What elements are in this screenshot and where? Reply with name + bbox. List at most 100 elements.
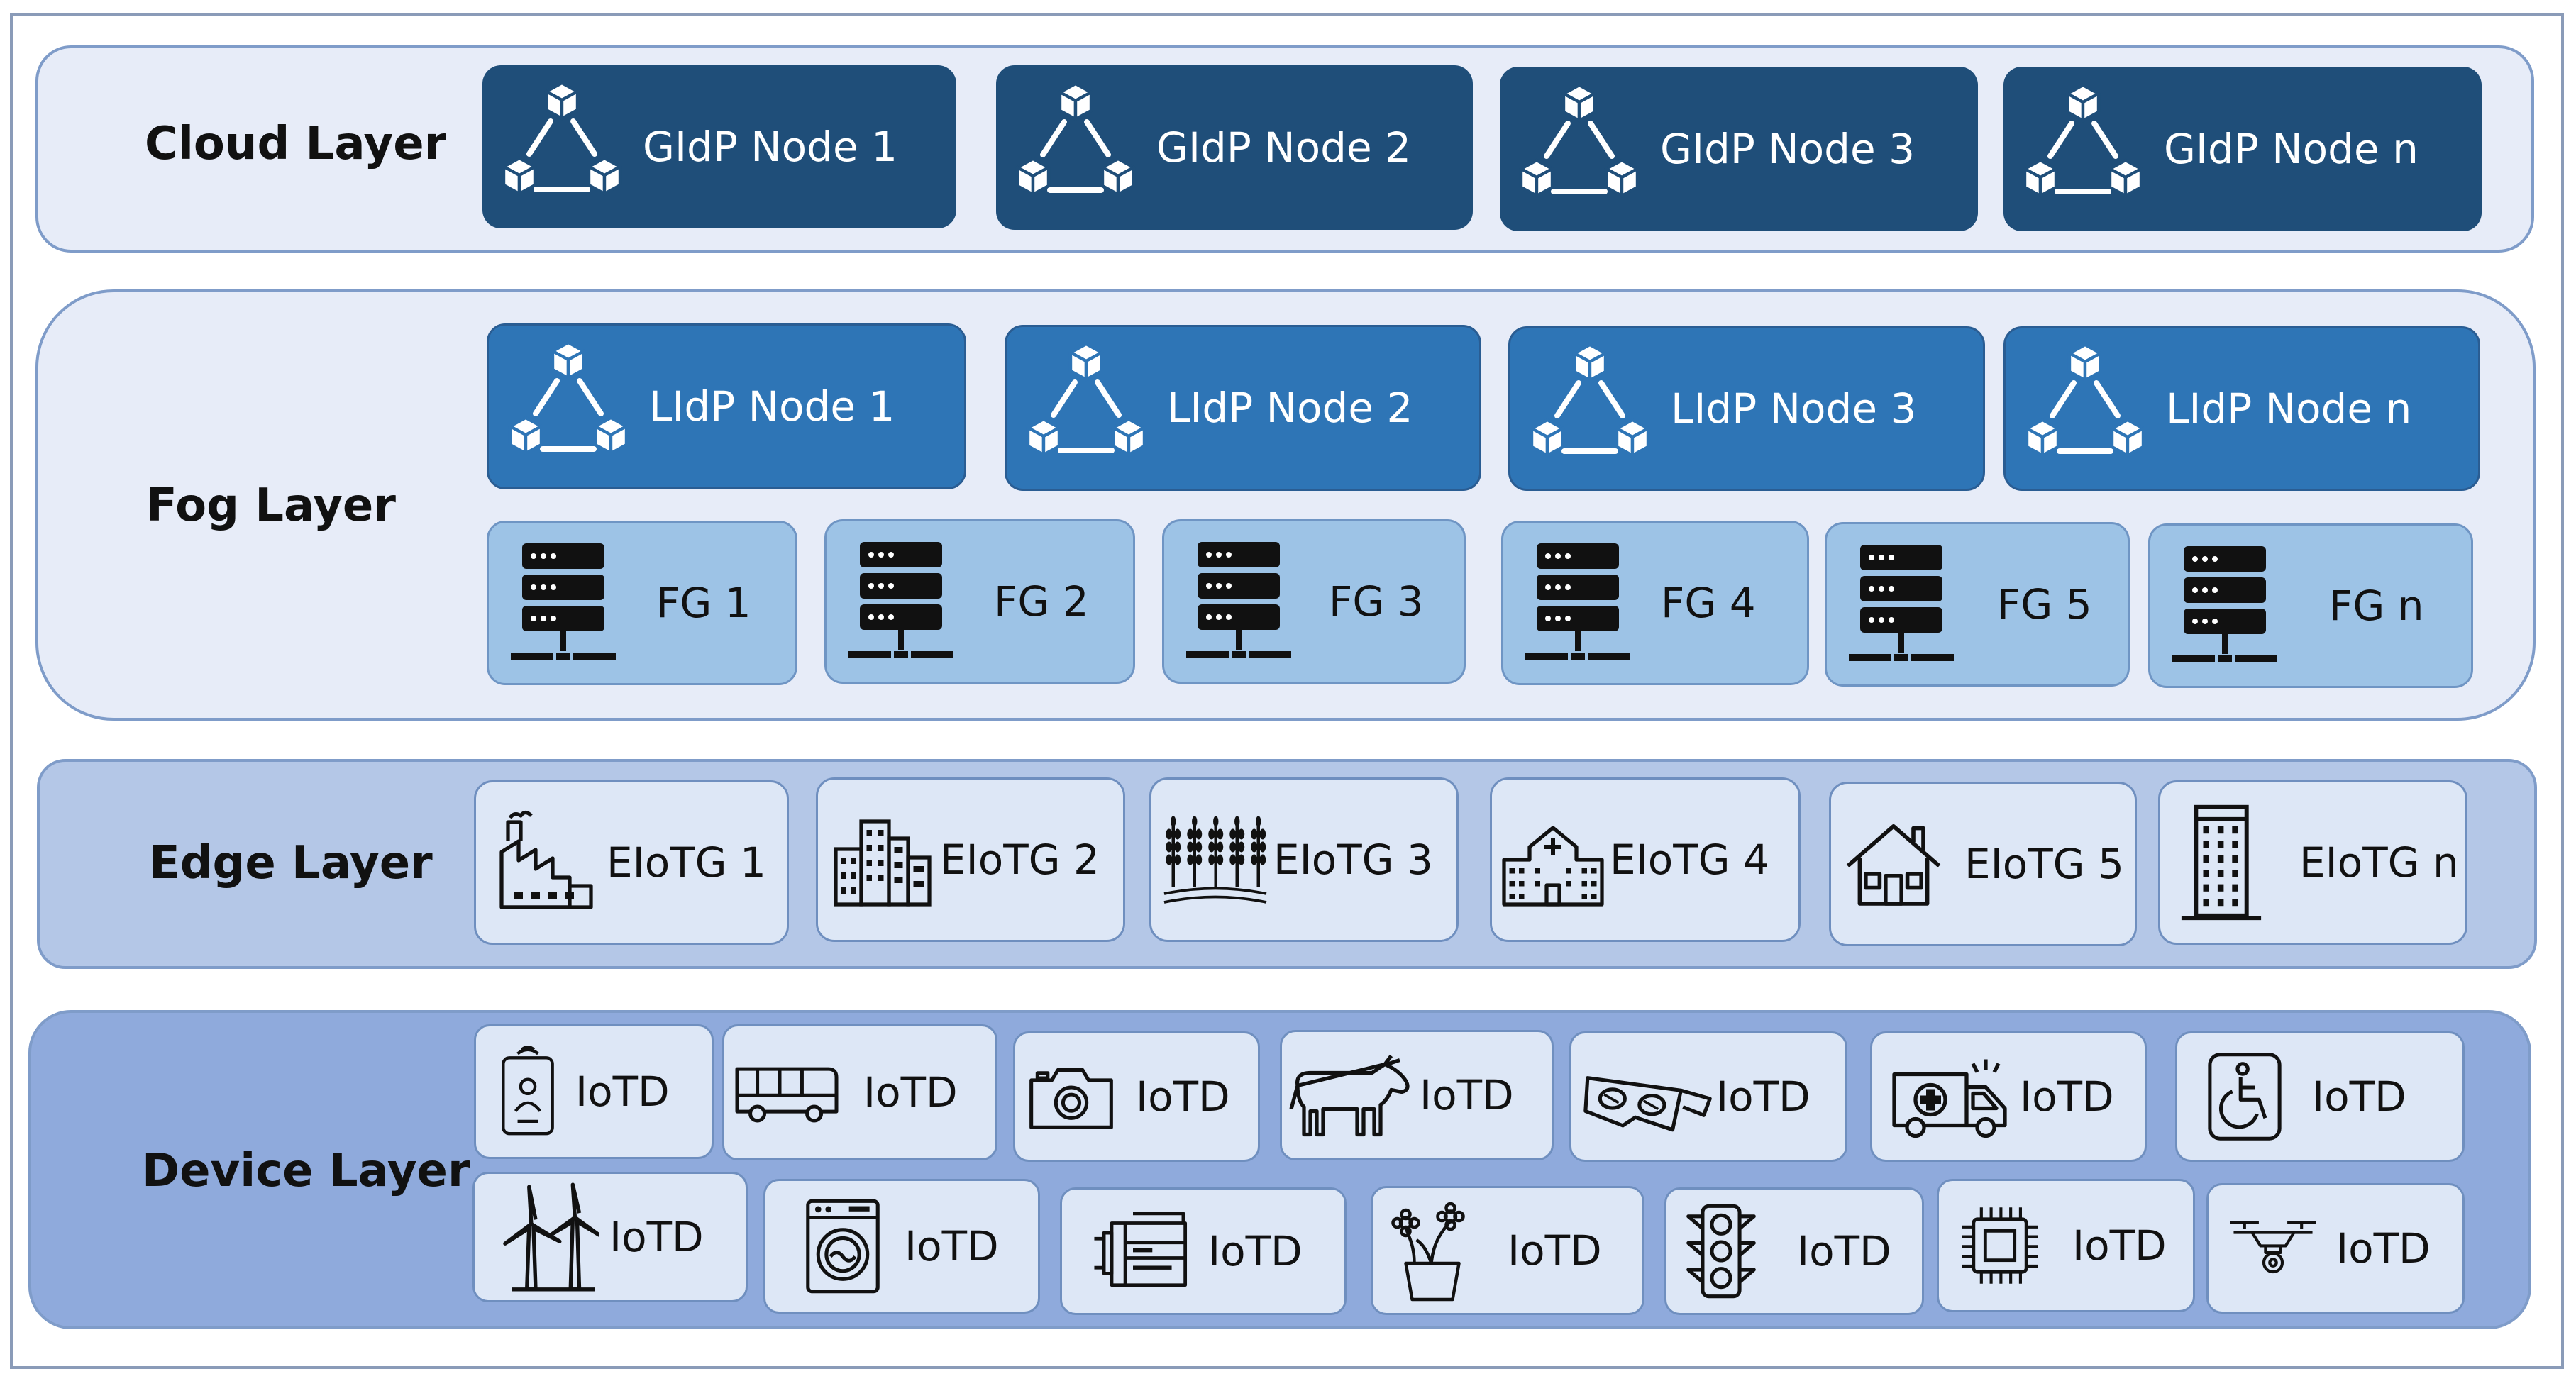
wind-turbine-icon	[503, 1182, 599, 1292]
iotd-label: IoTD	[2072, 1221, 2167, 1270]
server-rack-icon	[1186, 542, 1291, 658]
fog-layer-label: Fog Layer	[146, 479, 396, 532]
washing-machine-icon	[806, 1199, 880, 1294]
iotd-label: IoTD	[1797, 1227, 1891, 1275]
bus-icon	[735, 1067, 839, 1123]
edge-gateway-3: EIoTG 3	[1149, 777, 1459, 942]
edge-layer-label: Edge Layer	[149, 837, 433, 889]
camera-icon	[1029, 1068, 1113, 1129]
office-tower-icon	[2181, 804, 2262, 921]
hospital-icon	[1502, 826, 1604, 907]
fog-gateway-4-label: FG 4	[1661, 579, 1756, 627]
edge-gateway-3-label: EIoTG 3	[1273, 836, 1433, 884]
gidp-node-1: GIdP Node 1	[482, 65, 956, 228]
traffic-light-icon	[1686, 1204, 1756, 1299]
fog-gateway-1: FG 1	[487, 521, 797, 685]
printer-icon	[1094, 1212, 1188, 1287]
factory-icon	[499, 810, 593, 909]
gidp-node-2-label: GIdP Node 2	[1156, 123, 1411, 172]
server-rack-icon	[1525, 543, 1630, 660]
iotd-cow: IoTD	[1280, 1030, 1554, 1160]
lidp-node-n: LIdP Node n	[2003, 326, 2480, 491]
iotd-bus: IoTD	[722, 1024, 997, 1160]
ambulance-icon	[1892, 1059, 2007, 1138]
iotd-traffic-light: IoTD	[1664, 1187, 1924, 1315]
blockchain-cubes-icon	[1530, 343, 1650, 458]
edge-gateway-4: EIoTG 4	[1490, 777, 1801, 942]
lidp-node-1: LIdP Node 1	[487, 323, 966, 489]
iotd-camera: IoTD	[1013, 1031, 1260, 1162]
iotd-microchip: IoTD	[1937, 1179, 2195, 1312]
lidp-node-n-label: LIdP Node n	[2166, 384, 2412, 433]
lidp-node-3-label: LIdP Node 3	[1671, 384, 1917, 433]
iotd-label: IoTD	[1208, 1227, 1303, 1275]
wheat-field-icon	[1163, 816, 1267, 904]
blockchain-cubes-icon	[502, 81, 622, 196]
gidp-node-3: GIdP Node 3	[1500, 67, 1978, 231]
edge-gateway-5: EIoTG 5	[1829, 782, 2137, 946]
fog-gateway-3-label: FG 3	[1329, 577, 1424, 626]
fog-gateway-5-label: FG 5	[1997, 580, 2092, 628]
lidp-node-2: LIdP Node 2	[1005, 325, 1481, 491]
iotd-washing-machine: IoTD	[763, 1179, 1040, 1314]
wheelchair-icon	[2208, 1053, 2282, 1141]
fog-gateway-4: FG 4	[1501, 521, 1809, 685]
server-rack-icon	[1849, 545, 1954, 661]
gidp-node-1-label: GIdP Node 1	[643, 123, 897, 171]
iotd-label: IoTD	[905, 1222, 999, 1270]
iotd-label: IoTD	[2020, 1072, 2114, 1121]
iotd-drone: IoTD	[2206, 1183, 2465, 1314]
fog-gateway-2: FG 2	[824, 519, 1135, 684]
iotd-label: IoTD	[2312, 1072, 2406, 1121]
iotd-label: IoTD	[1716, 1072, 1811, 1121]
iotd-label: IoTD	[1508, 1226, 1602, 1275]
iotd-label: IoTD	[863, 1068, 958, 1116]
flower-pot-icon	[1391, 1202, 1465, 1302]
iotd-smartphone: IoTD	[474, 1024, 714, 1159]
cow-icon	[1289, 1054, 1410, 1137]
blockchain-cubes-icon	[1015, 82, 1136, 196]
fog-gateway-1-label: FG 1	[656, 579, 751, 627]
fog-gateway-n: FG n	[2148, 523, 2473, 688]
fog-gateway-2-label: FG 2	[994, 577, 1089, 626]
cloud-layer-label: Cloud Layer	[145, 118, 447, 170]
gidp-node-n: GIdP Node n	[2003, 67, 2482, 231]
smartphone-user-icon	[502, 1046, 554, 1136]
iotd-label: IoTD	[609, 1213, 704, 1261]
edge-gateway-n-label: EIoTG n	[2299, 838, 2459, 887]
microchip-icon	[1962, 1207, 2038, 1284]
iotd-label: IoTD	[1136, 1072, 1230, 1121]
edge-gateway-4-label: EIoTG 4	[1610, 836, 1769, 884]
edge-gateway-2: EIoTG 2	[816, 777, 1125, 942]
blockchain-cubes-icon	[1026, 342, 1146, 457]
gidp-node-n-label: GIdP Node n	[2164, 125, 2419, 173]
blockchain-cubes-icon	[2025, 343, 2145, 458]
gidp-node-3-label: GIdP Node 3	[1660, 125, 1915, 173]
lidp-node-2-label: LIdP Node 2	[1167, 384, 1413, 432]
server-rack-icon	[2172, 546, 2277, 662]
edge-gateway-2-label: EIoTG 2	[940, 836, 1100, 884]
iotd-label: IoTD	[1420, 1071, 1514, 1119]
gidp-node-2: GIdP Node 2	[996, 65, 1473, 230]
iotd-vr-glasses: IoTD	[1569, 1031, 1847, 1162]
lidp-node-3: LIdP Node 3	[1508, 326, 1985, 491]
device-layer-label: Device Layer	[142, 1145, 470, 1197]
iotd-ambulance: IoTD	[1870, 1031, 2147, 1162]
edge-gateway-n: EIoTG n	[2158, 780, 2467, 945]
iotd-label: IoTD	[2336, 1224, 2431, 1273]
iotd-flower-pot: IoTD	[1371, 1186, 1644, 1315]
drone-icon	[2230, 1221, 2316, 1274]
iotd-label: IoTD	[575, 1068, 670, 1116]
blockchain-cubes-icon	[508, 340, 629, 455]
house-icon	[1846, 824, 1941, 906]
lidp-node-1-label: LIdP Node 1	[649, 382, 895, 431]
fog-gateway-n-label: FG n	[2329, 582, 2424, 630]
edge-gateway-1: EIoTG 1	[474, 780, 789, 945]
server-rack-icon	[848, 542, 953, 658]
fog-gateway-3: FG 3	[1162, 519, 1466, 684]
blockchain-cubes-icon	[2023, 83, 2143, 198]
iotd-printer: IoTD	[1060, 1187, 1347, 1315]
edge-gateway-5-label: EIoTG 5	[1964, 840, 2124, 888]
blockchain-cubes-icon	[1519, 83, 1640, 198]
iotd-wheelchair: IoTD	[2175, 1031, 2465, 1162]
